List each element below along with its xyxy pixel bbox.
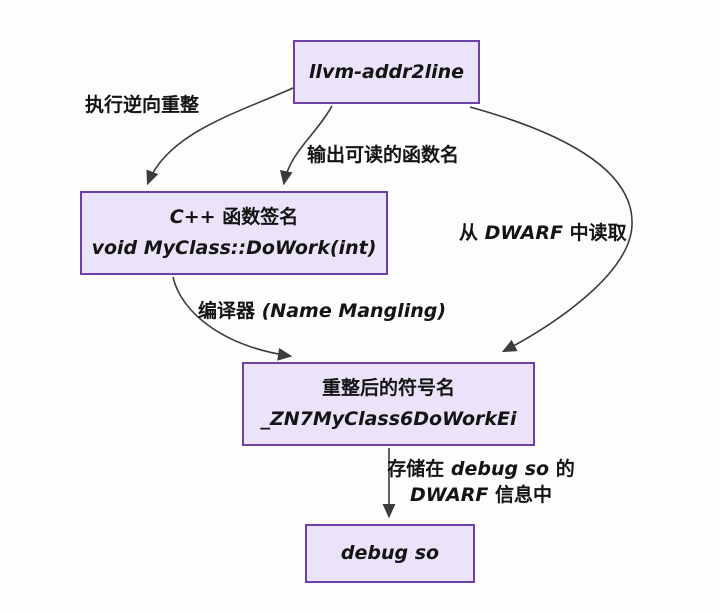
node-mangled-symbol-title: 重整后的符号名 (321, 377, 455, 399)
arrow-demangle (146, 87, 294, 186)
node-debug-so-label: debug so (340, 542, 440, 564)
node-llvm-addr2line: llvm-addr2line (293, 40, 480, 104)
node-cpp-signature-title: C++ 函数签名 (169, 206, 299, 228)
node-mangled-symbol: 重整后的符号名 _ZN7MyClass6DoWorkEi (242, 362, 535, 446)
node-cpp-signature: C++ 函数签名 void MyClass::DoWork(int) (80, 191, 388, 275)
node-cpp-signature-code: void MyClass::DoWork(int) (91, 237, 377, 259)
edge-label-demangle: 执行逆向重整 (85, 94, 200, 116)
edge-label-store-line2: DWARF 信息中 (410, 484, 552, 506)
node-llvm-addr2line-label: llvm-addr2line (308, 60, 465, 83)
edge-label-readable: 输出可读的函数名 (307, 144, 460, 166)
edge-label-name-mangling: 编译器 (Name Mangling) (198, 300, 447, 322)
edge-label-store: 存储在 debug so 的 DWARF 信息中 (381, 456, 581, 508)
edge-label-store-line1: 存储在 debug so 的 (387, 458, 575, 480)
arrow-readable (280, 105, 333, 186)
edge-label-dwarf-read: 从 DWARF 中读取 (459, 222, 627, 244)
node-debug-so: debug so (305, 524, 475, 583)
node-mangled-symbol-code: _ZN7MyClass6DoWorkEi (260, 408, 517, 430)
arrow-mangling (172, 276, 293, 361)
arrow-dwarf-read (469, 106, 633, 353)
